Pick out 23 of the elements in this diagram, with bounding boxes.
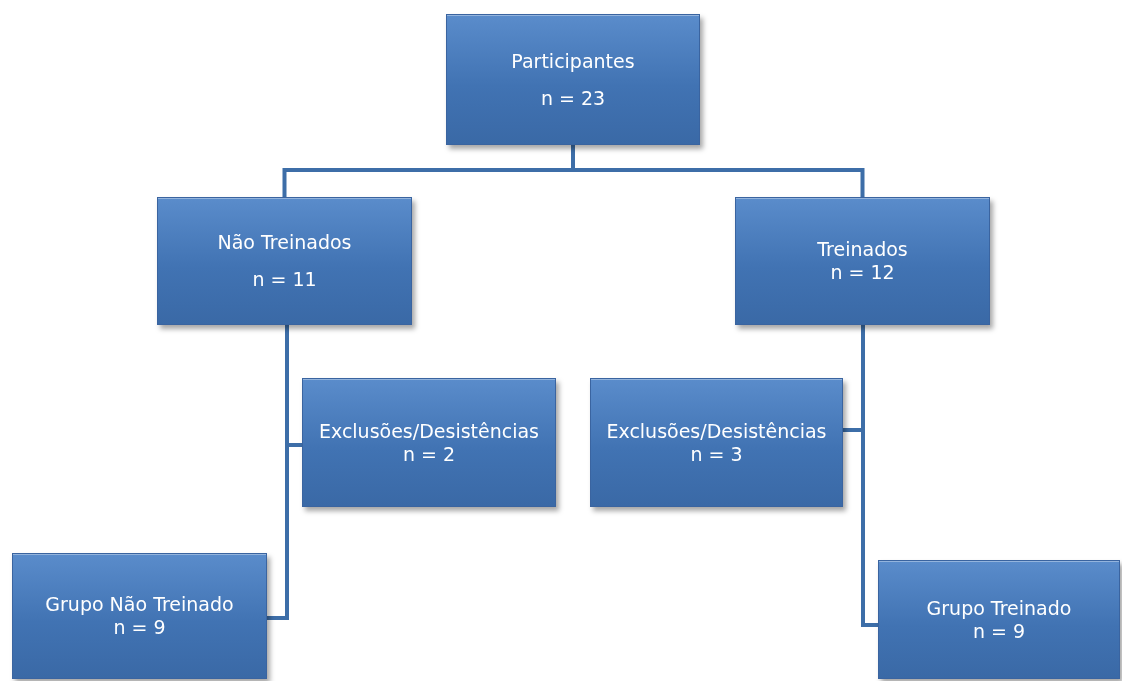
- process-box: [590, 378, 843, 507]
- process-box: [157, 197, 412, 325]
- box-heading: Grupo Não Treinado: [45, 593, 234, 616]
- box-heading: Exclusões/Desistências: [606, 419, 827, 443]
- connector-line: [571, 145, 865, 197]
- box-heading: Participantes: [511, 49, 635, 73]
- process-box: [735, 197, 990, 325]
- count-label: n = 9: [972, 619, 1026, 643]
- count-label: n = 3: [690, 442, 743, 466]
- count-label: n = 23: [540, 86, 606, 110]
- process-box: [446, 14, 700, 145]
- process-box: [878, 560, 1120, 679]
- process-box: [12, 553, 267, 679]
- count-label: n = 2: [402, 442, 456, 466]
- count-label: n = 9: [113, 616, 166, 639]
- connector-line: [861, 325, 878, 627]
- box-heading: Exclusões/Desistências: [318, 419, 539, 443]
- box-heading: Treinados: [817, 238, 908, 261]
- count-label: n = 11: [252, 268, 317, 291]
- box-heading: Grupo Treinado: [926, 596, 1072, 620]
- box-heading: Não Treinados: [217, 231, 352, 254]
- process-box: [302, 378, 556, 507]
- count-label: n = 12: [830, 261, 895, 284]
